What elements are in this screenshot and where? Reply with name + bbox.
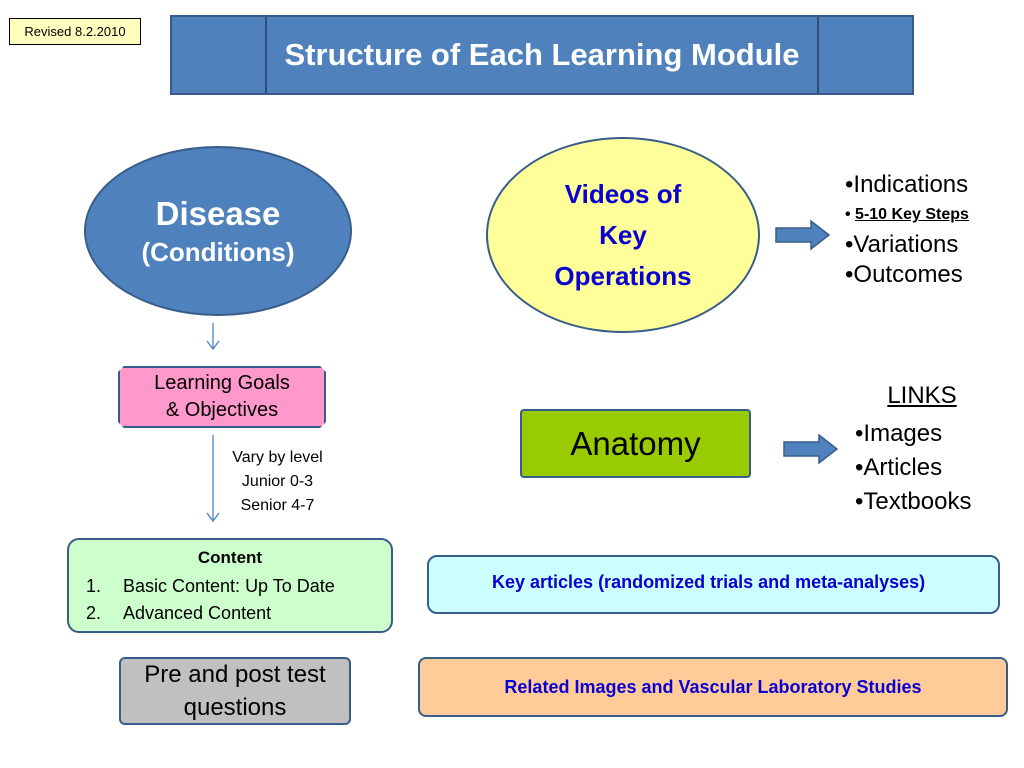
title-banner: Structure of Each Learning Module [170,15,914,95]
links-title: LINKS [887,382,957,409]
content-title: Content [197,548,263,567]
operation-key-steps: 5-10 Key Steps [855,206,969,223]
list-item: •Textbooks [855,488,972,515]
pre-post-test-box: Pre and post test questions [119,657,351,725]
pre-post-test-line1: Pre and post test [144,661,326,688]
learning-goals-line1: Learning Goals [154,372,290,394]
content-item-number: 2. [86,603,102,623]
levels-line3: Senior 4-7 [240,497,315,514]
banner-divider-right [817,17,819,93]
down-arrow-disease-to-goals [206,323,220,351]
videos-line3: Operations [554,260,692,291]
list-item: •Variations [845,231,959,258]
disease-label: Disease [155,195,281,232]
pre-post-test-line2: questions [183,694,287,721]
list-item: •Articles [855,454,943,481]
learning-goals-line2: & Objectives [165,399,279,421]
videos-line2: Key [599,219,647,250]
page-title: Structure of Each Learning Module [284,37,800,72]
conditions-label: (Conditions) [141,237,295,267]
videos-ellipse: Videos of Key Operations [486,137,760,333]
operations-list: •Indications • 5-10 Key Steps •Variation… [845,170,969,290]
list-item: •Indications [845,171,969,198]
content-item-text: Advanced Content [123,603,272,623]
content-box: Content 1. Basic Content: Up To Date 2. Ad… [67,538,393,633]
anatomy-box: Anatomy [520,409,751,478]
list-item: • 5-10 Key Steps [845,206,969,223]
operation-variations: Variations [853,231,959,258]
link-textbooks: Textbooks [863,488,972,515]
levels-line1: Vary by level [232,449,323,466]
link-articles: Articles [863,454,943,481]
operation-indications: Indications [853,171,969,198]
key-articles-box: Key articles (randomized trials and meta… [427,555,1000,614]
down-arrow-goals-to-content [206,435,220,523]
right-block-arrow-operations [775,219,831,251]
key-articles-label: Key articles (randomized trials and meta… [492,572,926,592]
disease-ellipse: Disease (Conditions) [84,146,352,316]
revision-stamp: Revised 8.2.2010 [9,18,141,45]
list-item: •Images [855,420,943,447]
related-images-box: Related Images and Vascular Laboratory S… [418,657,1008,717]
link-images: Images [863,420,943,447]
content-item-number: 1. [86,576,102,596]
right-block-arrow-links [783,433,839,465]
levels-text: Vary by level Junior 0-3 Senior 4-7 [220,446,335,518]
links-list: •Images •Articles •Textbooks [855,417,971,519]
content-item: 1. Basic Content: Up To Date [86,576,335,597]
videos-line1: Videos of [564,178,682,209]
levels-line2: Junior 0-3 [241,473,314,490]
learning-goals-box: Learning Goals & Objectives [118,366,326,428]
content-item: 2. Advanced Content [86,603,271,624]
banner-divider-left [265,17,267,93]
content-item-text: Basic Content: Up To Date [123,576,335,596]
list-item: •Outcomes [845,261,963,288]
related-images-label: Related Images and Vascular Laboratory S… [504,676,922,697]
operation-outcomes: Outcomes [853,261,963,288]
